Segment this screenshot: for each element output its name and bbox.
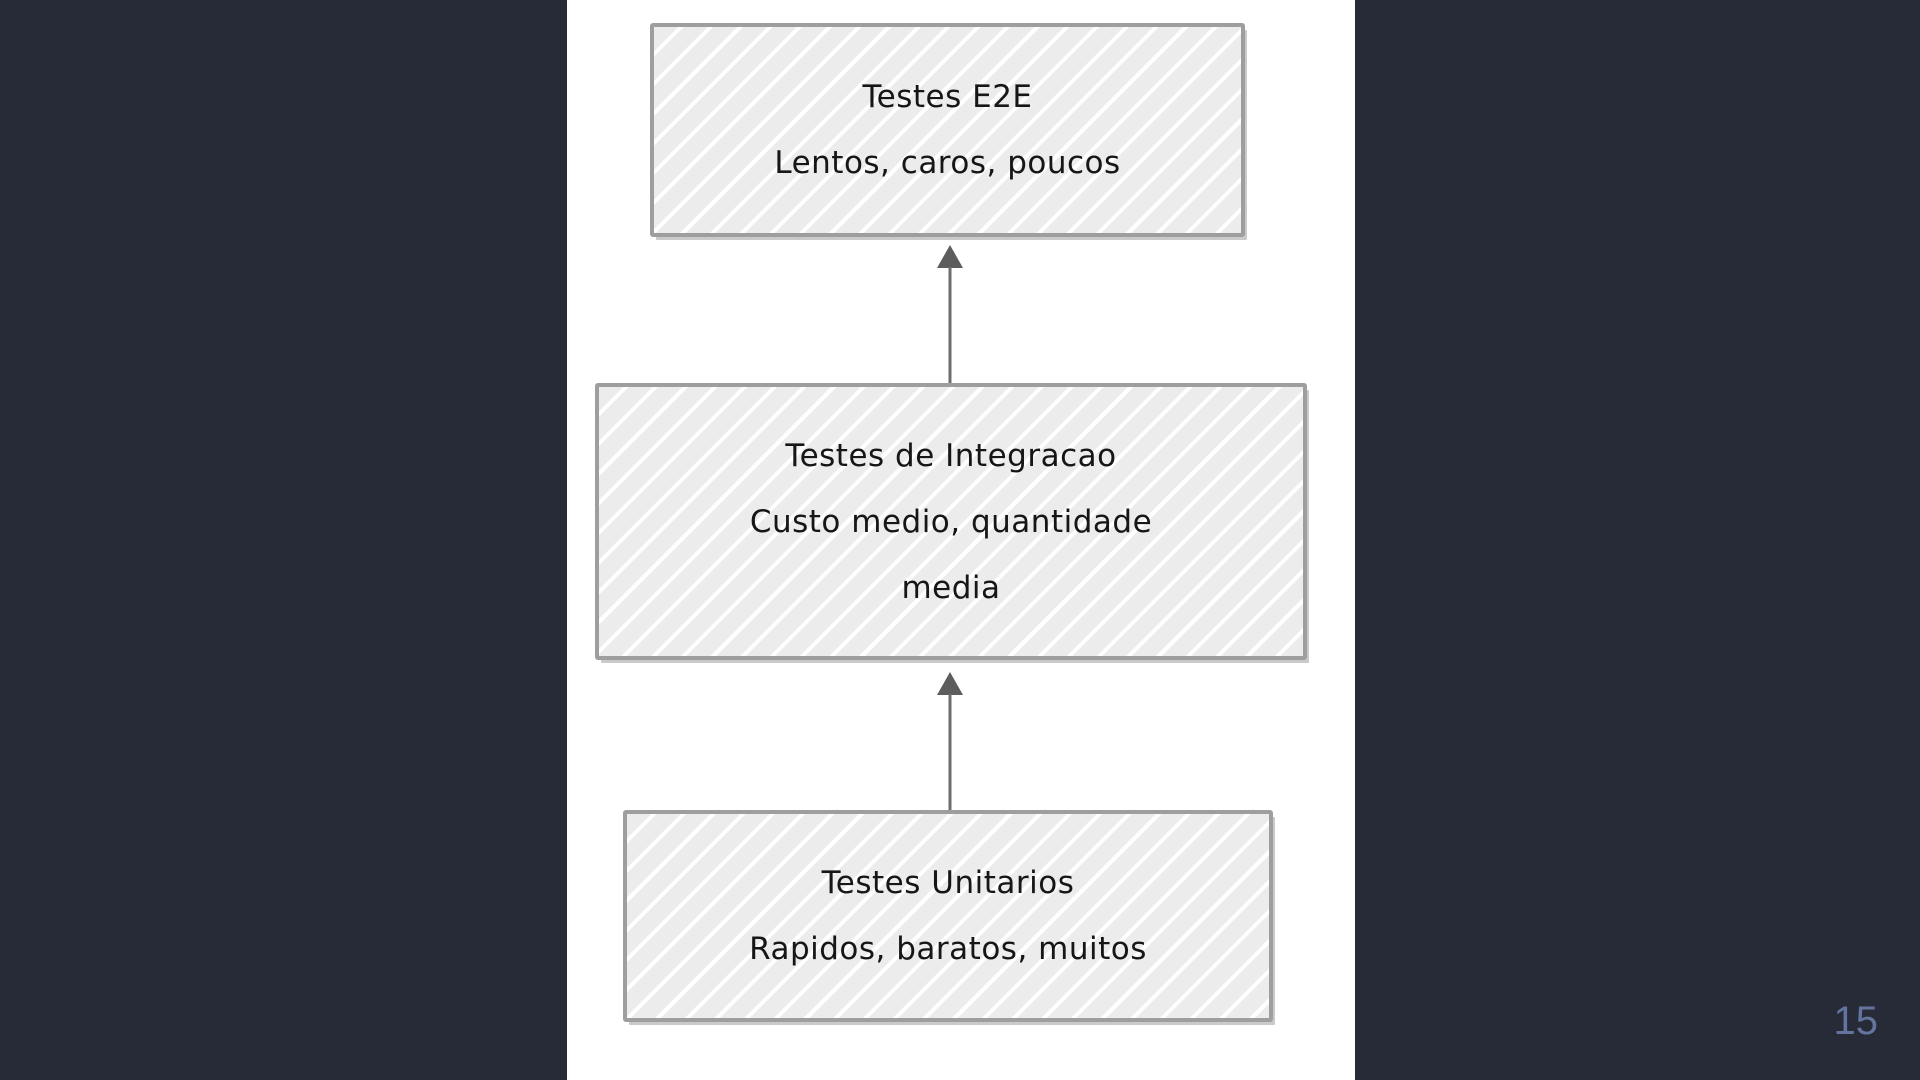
node-testes-integracao: Testes de Integracao Custo medio, quanti… [595, 383, 1307, 660]
node-subtitle: media [901, 569, 1001, 606]
node-title: Testes Unitarios [821, 865, 1075, 901]
arrowhead-icon [937, 245, 963, 268]
node-title: Testes de Integracao [785, 437, 1117, 474]
node-subtitle: Lentos, caros, poucos [774, 145, 1121, 181]
arrowhead-icon [937, 672, 963, 695]
node-subtitle: Custo medio, quantidade [749, 503, 1153, 540]
node-subtitle: Rapidos, baratos, muitos [749, 931, 1147, 967]
arrow-shaft [948, 694, 952, 810]
page-number: 15 [1833, 999, 1879, 1043]
node-testes-e2e: Testes E2E Lentos, caros, poucos [650, 23, 1245, 237]
up-arrow-integracao-to-e2e [937, 245, 963, 383]
node-title: Testes E2E [862, 79, 1033, 115]
node-testes-unitarios: Testes Unitarios Rapidos, baratos, muito… [623, 810, 1273, 1022]
arrow-shaft [948, 267, 952, 383]
up-arrow-unitarios-to-integracao [937, 672, 963, 810]
